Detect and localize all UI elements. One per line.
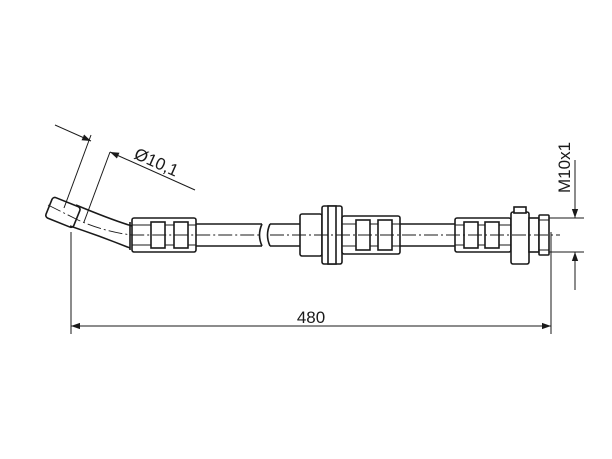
diameter-label: Ø10,1 bbox=[131, 144, 181, 180]
right-threaded-fitting bbox=[510, 206, 550, 265]
hose-body-left bbox=[196, 223, 263, 247]
thread-label: M10x1 bbox=[555, 142, 574, 193]
hose-body-right bbox=[266, 223, 455, 247]
centre-line bbox=[47, 204, 560, 236]
left-banjo-fitting bbox=[45, 196, 133, 250]
length-label: 480 bbox=[297, 308, 325, 327]
thread-dimension: M10x1 bbox=[549, 142, 584, 290]
length-dimension: 480 bbox=[70, 232, 552, 334]
